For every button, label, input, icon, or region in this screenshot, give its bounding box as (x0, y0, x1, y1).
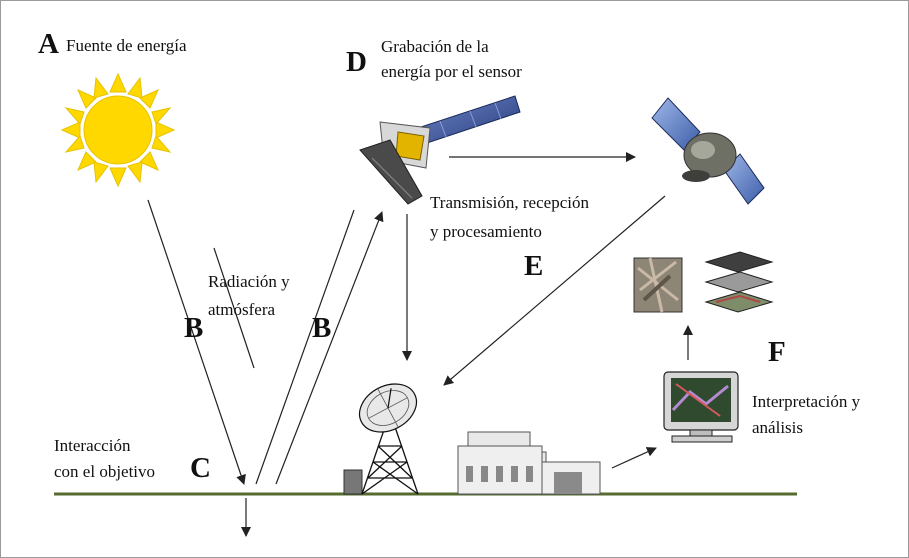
label-f-letter: F (768, 336, 786, 368)
label-b-text-line1: Radiación y (208, 272, 290, 291)
satellite-sensor-icon (359, 95, 521, 205)
arrow-sun-to-target (147, 199, 246, 485)
computer-monitor-icon (663, 371, 739, 443)
label-d-text-line1: Grabación de la (381, 37, 489, 56)
label-f-text-line2: análisis (752, 418, 803, 437)
label-d-text-line2: energía por el sensor (381, 62, 522, 81)
image-layers-icon (633, 251, 774, 313)
relay-satellite-icon (651, 97, 765, 205)
arrow-target-to-sensor-2 (275, 211, 384, 485)
sun-icon (60, 72, 176, 188)
label-c-letter: C (190, 452, 211, 484)
arrow-relay-to-station (443, 195, 666, 386)
label-b-letter-left: B (184, 312, 204, 344)
arrow-processing-to-computer (611, 447, 657, 469)
label-b-letter-right: B (312, 312, 332, 344)
label-f-text-line1: Interpretación y (752, 392, 861, 411)
label-a-text: Fuente de energía (66, 36, 187, 55)
label-b-text-line2: atmósfera (208, 300, 276, 319)
label-c-text-line2: con el objetivo (54, 462, 156, 481)
processing-station-icon (457, 431, 601, 495)
label-e-letter: E (524, 250, 544, 282)
label-e-text-line1: Transmisión, recepción (430, 193, 589, 212)
arrow-sun-to-target-2 (213, 247, 255, 369)
arrow-target-to-sensor (255, 209, 355, 485)
label-a-letter: A (38, 28, 59, 60)
label-d-letter: D (346, 46, 367, 78)
label-e-text-line2: y procesamiento (430, 222, 542, 241)
label-c-text-line1: Interacción (54, 436, 131, 455)
ground-antenna-icon (343, 383, 419, 495)
